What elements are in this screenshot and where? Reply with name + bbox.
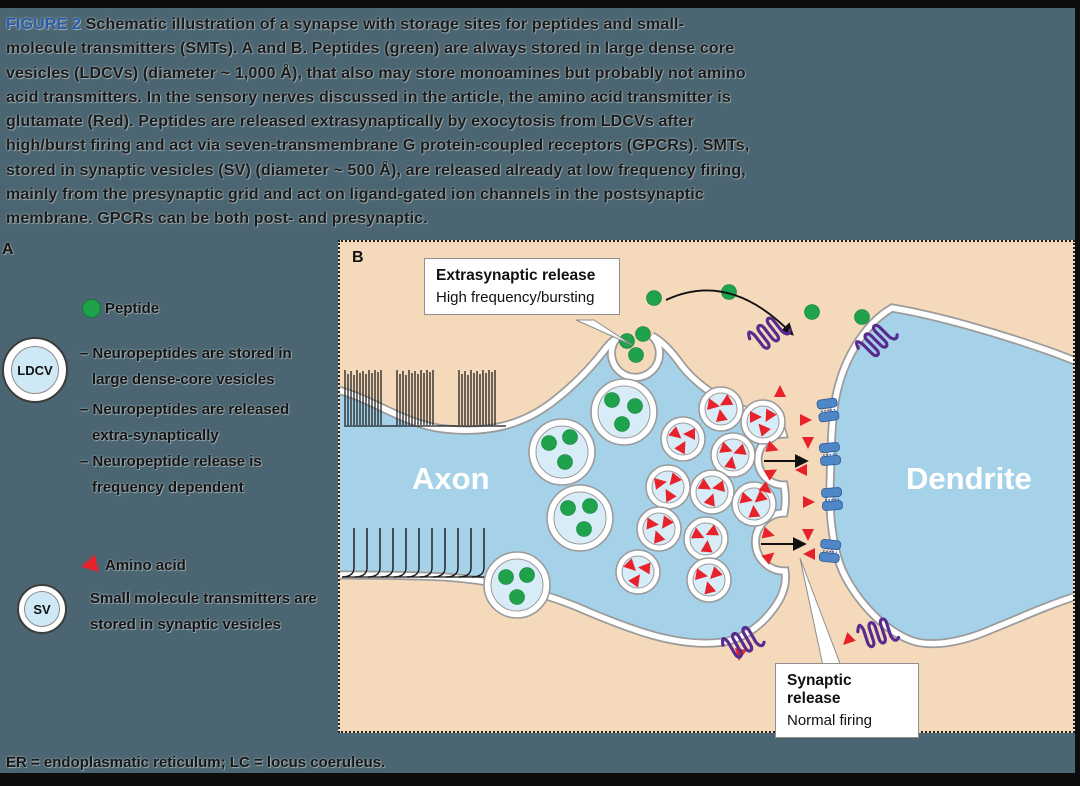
extrasynaptic-release-callout: Extrasynaptic release High frequency/bur… (424, 258, 620, 315)
amino-acid-legend-label: Amino acid (105, 557, 186, 574)
sv-vesicle (636, 506, 682, 552)
ldcv-vesicle (546, 484, 614, 552)
ldcv-bullet-1: – Neuropeptides are stored in large dens… (80, 341, 292, 393)
sv-vesicle (615, 549, 661, 595)
sv-vesicle (740, 399, 786, 445)
panel-b-label: B (352, 249, 364, 266)
sv-vesicle (731, 481, 777, 527)
ldcv-vesicle-badge: LDCV (2, 337, 68, 403)
peptide-legend-label: Peptide (105, 300, 160, 317)
ldcv-vesicle (528, 418, 596, 486)
ldcv-badge-label: LDCV (11, 346, 59, 394)
sv-vesicle (645, 464, 691, 510)
low-frequency-spike-trace (341, 527, 492, 578)
sv-vesicle (698, 386, 744, 432)
sv-vesicle (660, 416, 706, 462)
extrasynaptic-callout-pointer (575, 319, 633, 346)
bullet-line: – Neuropeptides are released (80, 401, 290, 418)
synaptic-release-subtitle: Normal firing (787, 712, 873, 729)
sv-description-line: Small molecule transmitters are (90, 590, 317, 607)
top-border-bar (0, 0, 1080, 8)
extrasynaptic-release-subtitle: High frequency/bursting (436, 289, 595, 306)
dendrite-label: Dendrite (906, 461, 1032, 496)
sv-vesicle (683, 516, 729, 562)
axon-label: Axon (412, 461, 490, 496)
sv-vesicle (686, 557, 732, 603)
synaptic-release-callout: Synaptic release Normal firing (775, 663, 919, 738)
ldcv-vesicle (483, 551, 551, 619)
bullet-line: frequency dependent (92, 479, 244, 496)
extrasynaptic-release-title: Extrasynaptic release (436, 267, 596, 284)
figure-number-label: FIGURE 2 (6, 16, 81, 33)
sv-description: Small molecule transmitters are stored i… (90, 586, 317, 638)
panel-a-label: A (2, 241, 14, 258)
bullet-line: – Neuropeptides are stored in (80, 345, 292, 362)
peptide-dot-icon (82, 299, 101, 318)
bottom-border-bar (0, 773, 1080, 786)
bullet-line: large dense-core vesicles (92, 371, 275, 388)
ldcv-bullet-3: – Neuropeptide release is frequency depe… (80, 449, 262, 501)
gpcr-receptor-icon (744, 310, 793, 356)
abbreviation-footnote: ER = endoplasmatic reticulum; LC = locus… (6, 754, 386, 771)
ldcv-vesicle (590, 378, 658, 446)
synapse-diagram: Axon Dendrite (340, 284, 1073, 667)
right-border-bar (1075, 0, 1080, 786)
figure-caption: FIGURE 2 Schematic illustration of a syn… (6, 13, 754, 232)
amino-acid-triangle-icon (79, 554, 99, 576)
synaptic-release-title: Synaptic release (787, 672, 852, 707)
high-frequency-burst-trace (344, 369, 506, 427)
bullet-line: extra-synaptically (92, 427, 219, 444)
sv-description-line: stored in synaptic vesicles (90, 616, 281, 633)
ldcv-bullet-2: – Neuropeptides are released extra-synap… (80, 397, 289, 449)
caption-text: Schematic illustration of a synapse with… (6, 16, 750, 228)
sv-vesicle (689, 469, 735, 515)
sv-badge-label: SV (24, 591, 60, 627)
bullet-line: – Neuropeptide release is (80, 453, 262, 470)
panel-b-schematic: Axon Dendrite (338, 240, 1075, 738)
synaptic-callout-pointer (799, 557, 842, 667)
peptide-diffusion-arrow (665, 289, 794, 336)
sv-vesicle-badge: SV (17, 584, 67, 634)
